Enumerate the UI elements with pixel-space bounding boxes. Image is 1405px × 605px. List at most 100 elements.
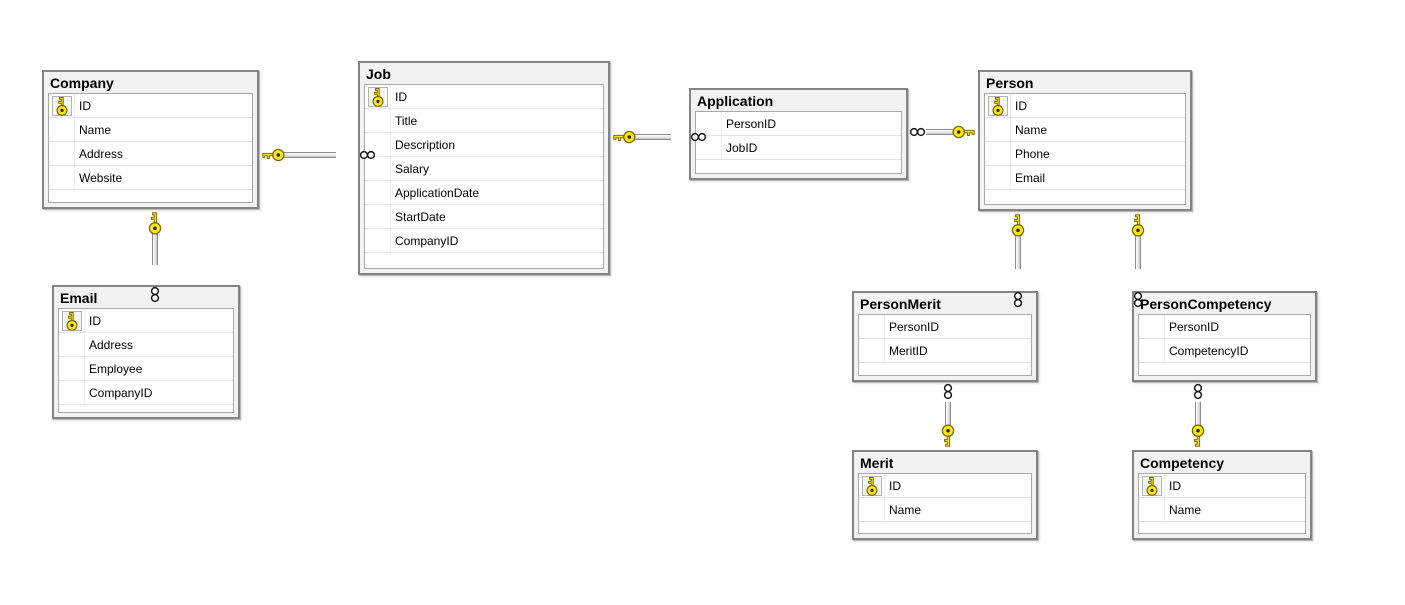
- table-company[interactable]: Company ID Name Address Website: [42, 70, 259, 209]
- column-name: StartDate: [395, 209, 446, 224]
- table-columns: ID Name Address Website: [48, 93, 253, 203]
- column-row[interactable]: StartDate: [365, 205, 603, 229]
- relationship-personcompetency-competency[interactable]: [1190, 382, 1206, 450]
- column-name: PersonID: [889, 319, 940, 334]
- primary-key-icon: [1141, 475, 1162, 496]
- table-job[interactable]: Job ID Title Description Salary Applicat…: [358, 61, 610, 275]
- column-row[interactable]: PersonID: [1139, 315, 1310, 339]
- column-name: Address: [79, 146, 124, 161]
- relationship-job-application[interactable]: [610, 129, 689, 145]
- table-columns: ID Title Description Salary ApplicationD…: [364, 84, 604, 269]
- relationship-company-email[interactable]: [147, 209, 163, 285]
- column-row[interactable]: Name: [49, 118, 252, 142]
- column-name: Name: [1169, 502, 1202, 517]
- column-row[interactable]: Phone: [985, 142, 1185, 166]
- relationship-line: [1135, 235, 1141, 269]
- column-name: Address: [89, 337, 134, 352]
- table-title[interactable]: Email: [60, 290, 98, 306]
- column-name: ID: [889, 478, 901, 493]
- column-name: Website: [79, 170, 123, 185]
- column-row[interactable]: Website: [49, 166, 252, 190]
- column-row[interactable]: CompanyID: [365, 229, 603, 253]
- column-name: MeritID: [889, 343, 928, 358]
- table-columns: PersonID CompetencyID: [1138, 314, 1311, 376]
- relationship-company-job[interactable]: [259, 147, 358, 163]
- table-columns: ID Name: [858, 473, 1032, 534]
- relationship-person-personcompetency[interactable]: [1130, 211, 1146, 291]
- column-name: Name: [889, 502, 922, 517]
- column-row[interactable]: JobID: [696, 136, 901, 160]
- column-row[interactable]: ApplicationDate: [365, 181, 603, 205]
- table-title[interactable]: PersonCompetency: [1140, 296, 1272, 312]
- column-name: ID: [89, 313, 101, 328]
- relationship-line: [1015, 235, 1021, 269]
- table-title[interactable]: Person: [986, 75, 1034, 91]
- column-row[interactable]: PersonID: [859, 315, 1031, 339]
- column-name: PersonID: [1169, 319, 1220, 334]
- table-merit[interactable]: Merit ID Name: [852, 450, 1038, 540]
- table-personmerit[interactable]: PersonMerit PersonID MeritID: [852, 291, 1038, 382]
- primary-key-icon: [51, 95, 72, 116]
- column-name: PersonID: [726, 116, 777, 131]
- column-row[interactable]: Name: [985, 118, 1185, 142]
- column-row[interactable]: Address: [49, 142, 252, 166]
- table-columns: PersonID JobID: [695, 111, 902, 174]
- table-personcompetency[interactable]: PersonCompetency PersonID CompetencyID: [1132, 291, 1317, 382]
- column-row[interactable]: ID: [985, 94, 1185, 118]
- column-row[interactable]: CompetencyID: [1139, 339, 1310, 363]
- column-name: ID: [1015, 98, 1027, 113]
- column-row[interactable]: ID: [1139, 474, 1305, 498]
- primary-key-icon: [61, 310, 82, 331]
- relationship-application-person[interactable]: [908, 124, 978, 140]
- table-competency[interactable]: Competency ID Name: [1132, 450, 1312, 540]
- column-row[interactable]: Title: [365, 109, 603, 133]
- column-row[interactable]: Name: [1139, 498, 1305, 522]
- relationship-person-personmerit[interactable]: [1010, 211, 1026, 291]
- column-row[interactable]: Name: [859, 498, 1031, 522]
- table-person[interactable]: Person ID Name Phone Email: [978, 70, 1192, 211]
- column-name: Email: [1015, 170, 1046, 185]
- column-name: Phone: [1015, 146, 1050, 161]
- table-columns: ID Name: [1138, 473, 1306, 534]
- relationship-personmerit-merit[interactable]: [940, 382, 956, 450]
- column-row[interactable]: PersonID: [696, 112, 901, 136]
- column-name: Employee: [89, 361, 143, 376]
- column-row[interactable]: ID: [859, 474, 1031, 498]
- column-name: JobID: [726, 140, 758, 155]
- column-row[interactable]: Employee: [59, 357, 233, 381]
- column-row[interactable]: Email: [985, 166, 1185, 190]
- primary-key-icon: [861, 475, 882, 496]
- relationship-line: [283, 152, 336, 158]
- column-row[interactable]: Description: [365, 133, 603, 157]
- column-name: ID: [395, 89, 407, 104]
- column-row[interactable]: MeritID: [859, 339, 1031, 363]
- relationship-line: [152, 233, 158, 265]
- table-title[interactable]: Competency: [1140, 455, 1225, 471]
- column-name: ApplicationDate: [395, 185, 480, 200]
- table-application[interactable]: Application PersonID JobID: [689, 88, 908, 180]
- table-columns: PersonID MeritID: [858, 314, 1032, 376]
- column-row[interactable]: Address: [59, 333, 233, 357]
- column-row[interactable]: Salary: [365, 157, 603, 181]
- table-email[interactable]: Email ID Address Employee CompanyID: [52, 285, 240, 419]
- column-name: CompanyID: [89, 385, 153, 400]
- column-name: Title: [395, 113, 418, 128]
- column-name: CompanyID: [395, 233, 459, 248]
- table-title[interactable]: Merit: [860, 455, 894, 471]
- column-row[interactable]: ID: [59, 309, 233, 333]
- column-name: ID: [79, 98, 91, 113]
- column-row[interactable]: ID: [365, 85, 603, 109]
- column-name: Name: [79, 122, 112, 137]
- column-name: Salary: [395, 161, 430, 176]
- table-title[interactable]: Company: [50, 75, 114, 91]
- column-name: CompetencyID: [1169, 343, 1249, 358]
- relationship-line: [1195, 402, 1201, 426]
- table-title[interactable]: Application: [697, 93, 774, 109]
- primary-key-icon: [367, 86, 388, 107]
- relationship-line: [926, 129, 954, 135]
- column-row[interactable]: ID: [49, 94, 252, 118]
- table-title[interactable]: PersonMerit: [860, 296, 941, 312]
- table-title[interactable]: Job: [366, 66, 391, 82]
- column-row[interactable]: CompanyID: [59, 381, 233, 405]
